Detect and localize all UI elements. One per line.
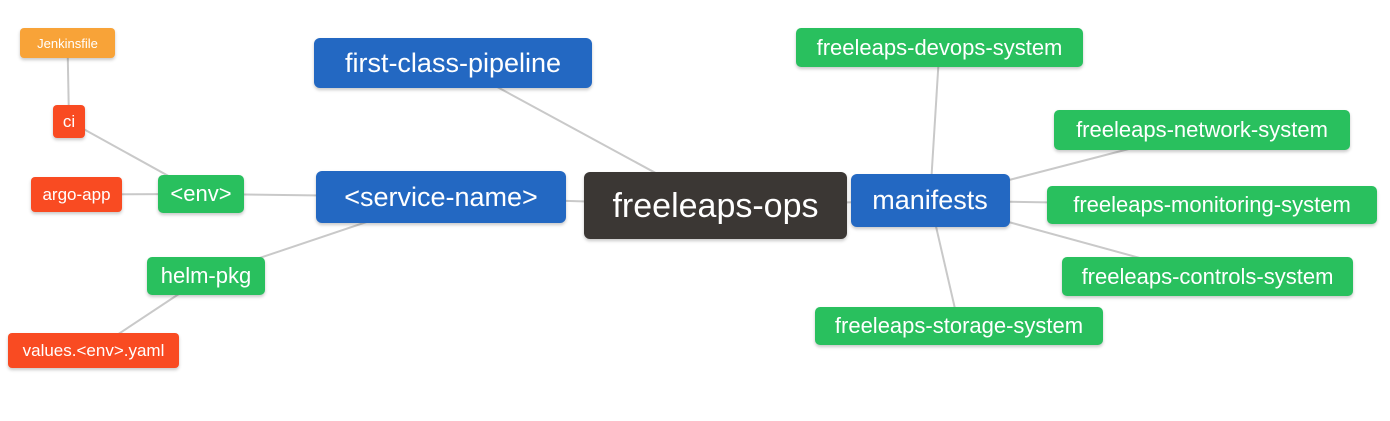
node-controls[interactable]: freeleaps-controls-system: [1062, 257, 1353, 296]
node-network[interactable]: freeleaps-network-system: [1054, 110, 1350, 150]
node-monitoring[interactable]: freeleaps-monitoring-system: [1047, 186, 1377, 224]
node-jenkinsfile[interactable]: Jenkinsfile: [20, 28, 115, 58]
node-manifests[interactable]: manifests: [850, 174, 1010, 227]
node-env[interactable]: <env>: [158, 175, 244, 213]
node-pipeline[interactable]: first-class-pipeline: [314, 38, 592, 88]
node-argo-app[interactable]: argo-app: [31, 177, 122, 212]
node-ci[interactable]: ci: [53, 104, 85, 138]
node-devops[interactable]: freeleaps-devops-system: [796, 28, 1083, 67]
node-storage[interactable]: freeleaps-storage-system: [815, 307, 1103, 345]
node-values[interactable]: values.<env>.yaml: [8, 333, 179, 368]
node-helm-pkg[interactable]: helm-pkg: [147, 257, 265, 295]
node-ops[interactable]: freeleaps-ops: [584, 172, 847, 239]
node-service[interactable]: <service-name>: [316, 171, 566, 223]
